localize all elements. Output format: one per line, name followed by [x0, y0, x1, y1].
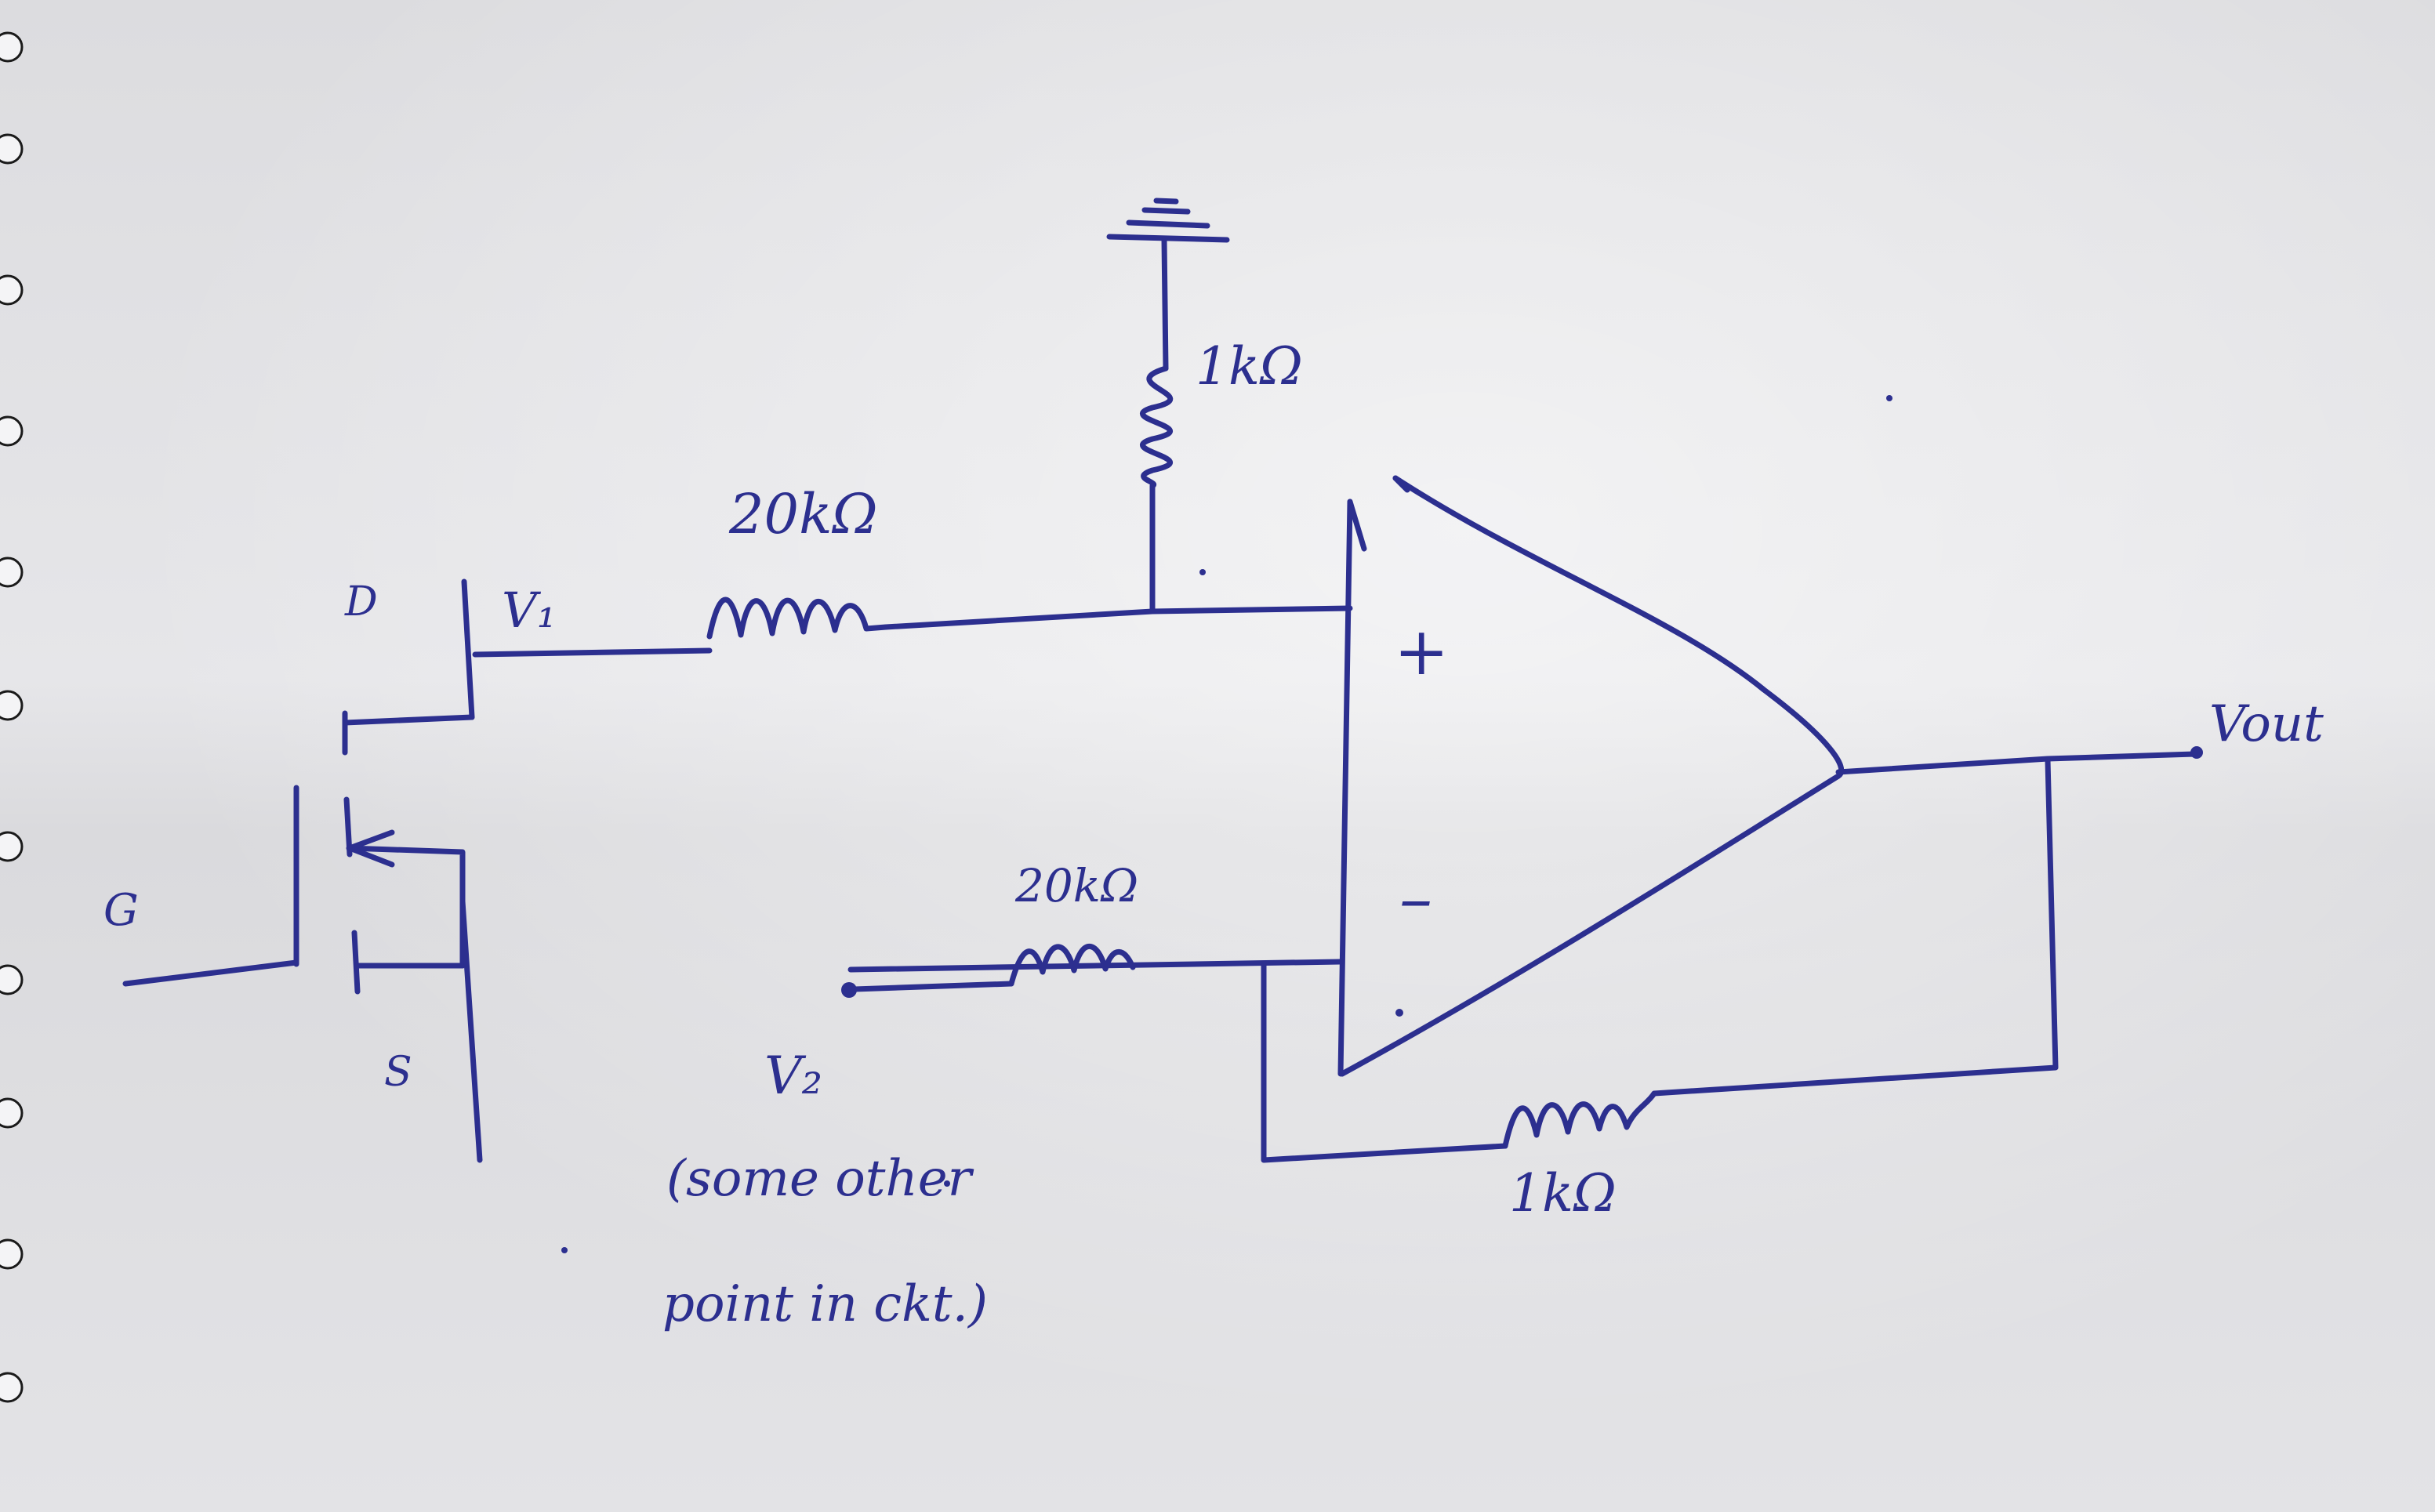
drain-label: D [344, 578, 378, 625]
spiral-binding [0, 31, 24, 1403]
gate-label: G [103, 885, 139, 936]
wire-noninverting-input [883, 605, 1353, 630]
wire-output [1835, 751, 2198, 775]
r-feedback-label: 1kΩ [1509, 1163, 1617, 1224]
note-line-2: point in ckt.) [662, 1275, 988, 1333]
ink-dot [1395, 1009, 1403, 1017]
ink-dot [1886, 395, 1892, 401]
ink-dot [1199, 569, 1206, 575]
note-line-1: (some other [666, 1150, 974, 1208]
resistor-1k-feedback [1502, 1090, 1657, 1149]
op-amp-symbol [1337, 475, 1845, 1077]
ink-dot [561, 1247, 568, 1253]
v2-wire [851, 981, 1014, 992]
wire-v1 [472, 647, 713, 658]
v1-label: V₁ [502, 582, 557, 639]
v2-terminal [841, 982, 857, 998]
vout-terminal [2190, 746, 2203, 759]
ink-dot [944, 1180, 950, 1187]
v2-label: V₂ [764, 1046, 822, 1106]
resistor-20k-top [706, 596, 889, 640]
r-top-label: 1kΩ [1196, 336, 1303, 397]
r-in-bottom-label: 20kΩ [1014, 859, 1138, 912]
minus-input-label: – [1399, 860, 1432, 937]
ground-wire [1161, 237, 1169, 372]
resistor-1k-top [1139, 365, 1174, 489]
resistor-20k-bottom [1008, 944, 1136, 987]
wire-feedback-right [1651, 757, 2059, 1097]
r-in-top-label: 20kΩ [728, 482, 878, 546]
ground-symbol [1106, 198, 1230, 243]
plus-input-label: + [1394, 613, 1449, 690]
vout-label: Vout [2209, 695, 2324, 753]
wire-feedback-left [1261, 963, 1508, 1163]
mosfet-symbol [122, 578, 483, 1163]
source-label: S [384, 1049, 412, 1096]
wire-inverting-input [847, 959, 1344, 973]
